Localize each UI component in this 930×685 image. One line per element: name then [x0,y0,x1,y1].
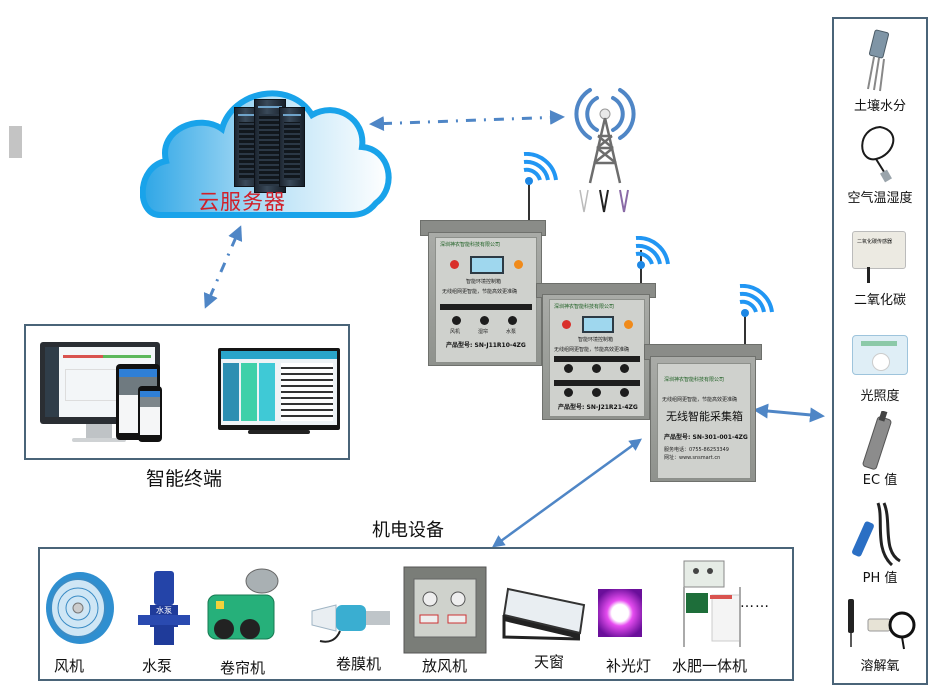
controller-slogan: 无线组网更智能，节能高效更准确 [442,289,518,295]
model-number: SN-J11R10-4ZG [474,342,526,349]
orange-indicator [624,320,633,329]
cell-tower-icon [574,88,636,213]
website: 网址：www.snsmart.cn [664,455,721,461]
controller-title: 智能环境控制箱 [578,337,614,343]
lcd-screen [470,256,504,274]
antenna [528,178,530,222]
control-knob [564,364,573,373]
lcd-screen [582,316,614,333]
sensor-label: 空气温湿度 [847,191,913,206]
soil-moisture-sensor-icon [867,29,890,92]
controller-slogan: 无线组网更智能，节能高效更准确 [554,347,630,353]
equipment-label: 天窗 [534,653,565,671]
equipment-panel: 风机 水泵 水泵 卷帘机 卷膜机 放风机 天窗 [38,547,794,681]
collector-sensor-arrow [753,403,825,423]
model-number: SN-301-001-4ZG [692,434,748,441]
vent-machine-icon [403,566,487,654]
cloud-server-label: 云服务器 [198,190,286,214]
controller-equipment-arrow [491,438,643,548]
equipment-label: 水肥一体机 [672,657,748,675]
sensor-label: EC 值 [862,473,898,488]
control-knob [620,364,629,373]
sensors-panel: 土壤水分 空气温湿度 二氧化碳传感器 二氧化碳 光照度 EC 值 PH 值 溶解… [832,17,928,685]
cloud-tower-arrow [369,109,565,132]
sensor-label: 溶解氧 [860,659,900,674]
phone-icon [138,386,162,442]
fan-icon [46,572,114,644]
grow-light-icon [598,589,642,637]
control-knob [564,388,573,397]
equipment-label: 放风机 [422,657,468,675]
equipment-label: 补光灯 [606,657,652,675]
ph-sensor-icon [852,502,901,567]
knob-label: 风机 [450,329,461,335]
svg-text:水泵: 水泵 [156,605,172,615]
controller-box-1: 深圳神农智能科技有限公司 智能环境控制箱 无线组网更智能，节能高效更准确 风机 … [428,232,542,366]
sensor-label: PH 值 [862,571,898,586]
smart-terminals-panel [24,324,350,460]
cloud-server-node [139,75,400,225]
equipment-label: 卷帘机 [220,659,266,677]
wifi-icon [739,284,774,317]
company-name: 深圳神农智能科技有限公司 [440,242,501,248]
sensor-label: 光照度 [860,389,900,404]
controller-box-2: 深圳神农智能科技有限公司 智能环境控制箱 无线组网更智能，节能高效更准确 产品型… [542,294,650,420]
model-label: 产品型号: SN-J11R10-4ZG [446,342,526,349]
service-phone: 服务电话：0755-86253349 [664,447,729,453]
equipment-label: 卷膜机 [336,655,382,673]
knob-label: 湿帘 [478,329,489,335]
wireless-collector-box: 深圳神农智能科技有限公司 无线组网更智能，节能高效更准确 无线智能采集箱 产品型… [650,356,756,482]
control-knob [592,388,601,397]
small-tower-icons [579,189,629,213]
smart-terminals-label: 智能终端 [146,468,223,490]
server-rack-icon [279,107,305,187]
more-ellipsis: …… [740,595,770,611]
red-indicator [450,260,459,269]
fertigation-machine-icon [683,560,741,647]
antenna [744,310,746,350]
ec-sensor-icon [862,411,892,470]
collector-slogan: 无线组网更智能，节能高效更准确 [662,397,738,403]
side-marker [9,126,22,158]
control-knob [592,364,601,373]
orange-indicator [514,260,523,269]
control-knob [508,316,517,325]
company-name: 深圳神农智能科技有限公司 [554,304,615,310]
light-sensor-icon [852,335,908,375]
red-indicator [562,320,571,329]
equipment-label: 风机 [54,657,85,675]
wifi-icon [523,152,558,185]
co2-sensor-icon: 二氧化碳传感器 [852,231,906,269]
cloud-terminal-arrow [203,225,243,309]
control-knob [480,316,489,325]
air-temp-humidity-sensor-icon [861,125,895,183]
sensor-label: 土壤水分 [853,99,906,114]
antenna [640,250,642,290]
knob-label: 水泵 [506,329,517,335]
equipment-title: 机电设备 [372,520,444,541]
controller-title: 智能环境控制箱 [466,279,502,285]
curtain-roller-icon [207,568,279,640]
company-name: 深圳神农智能科技有限公司 [664,377,725,383]
model-label: 产品型号: SN-301-001-4ZG [664,434,748,441]
model-number: SN-J21R21-4ZG [586,404,638,411]
collector-title: 无线智能采集箱 [666,410,743,423]
film-roller-icon [311,604,390,643]
skylight-icon [502,587,586,641]
wifi-icon [635,236,670,269]
water-pump-icon: 水泵 [138,571,190,645]
tv-display-icon [218,348,340,430]
control-knob [620,388,629,397]
dissolved-oxygen-sensor-icon [848,599,916,650]
equipment-label: 水泵 [142,657,173,675]
model-label: 产品型号: SN-J21R21-4ZG [558,404,638,411]
control-knob [452,316,461,325]
sensor-label: 二氧化碳 [853,293,906,308]
monitor-stand [86,424,112,438]
